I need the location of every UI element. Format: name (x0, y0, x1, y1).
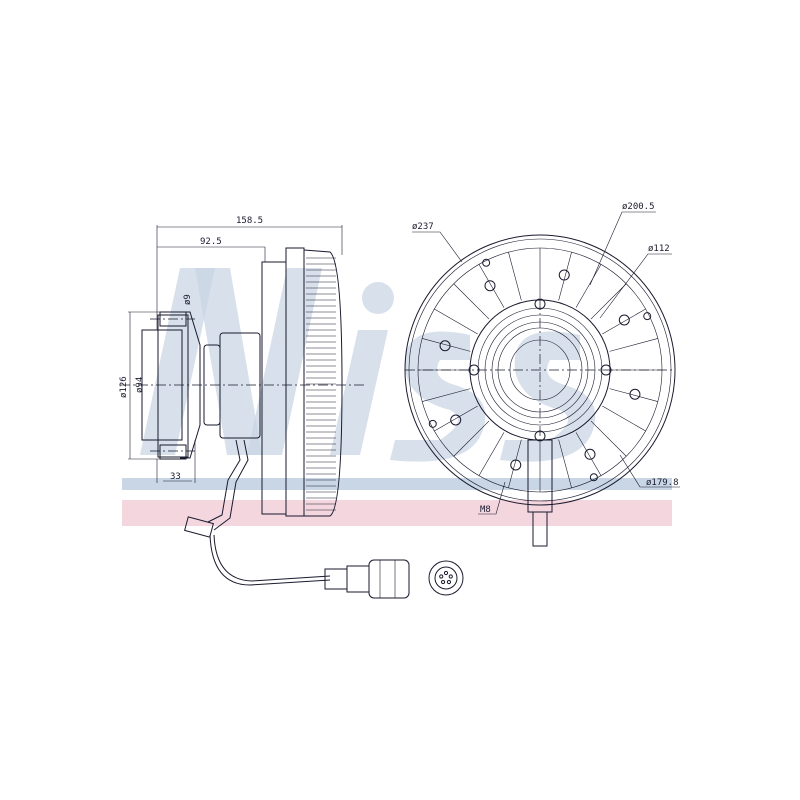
connector-face (428, 560, 464, 596)
dim-hub-dia: ø112 (648, 244, 670, 254)
cooling-rib (558, 439, 572, 488)
mount-bolt-hole (558, 269, 570, 281)
mount-bolt-hole (450, 414, 462, 426)
cooling-rib (558, 252, 572, 301)
mount-bolt-hole (618, 314, 630, 326)
dim-inner-bolt-circle: ø179.8 (646, 478, 679, 488)
dim-hub-length: 92.5 (200, 237, 222, 247)
cooling-rib (453, 283, 490, 320)
cooling-rib (508, 439, 522, 488)
dim-pilot-dia: ø94 (135, 377, 145, 393)
m8-bolt (643, 312, 652, 321)
connector-pin (448, 574, 453, 579)
cooling-rib (590, 420, 627, 457)
mount-bolt-hole (439, 340, 451, 352)
m8-bolt (482, 258, 491, 267)
cooling-rib (434, 308, 478, 335)
connector-pin (443, 570, 449, 576)
cooling-rib (575, 432, 602, 476)
dim-flange-dia: ø126 (119, 376, 129, 398)
cooling-rib (609, 388, 658, 402)
m8-bolt (589, 473, 598, 482)
connector-pin (439, 574, 444, 579)
cooling-rib (434, 405, 478, 432)
watermark-logo (122, 268, 672, 526)
mount-bolt-hole (584, 448, 596, 460)
m8-bolt (428, 419, 437, 428)
cooling-rib (478, 432, 505, 476)
cooling-rib (590, 283, 627, 320)
dim-flange-offset: 33 (170, 472, 181, 482)
cooling-rib (609, 338, 658, 352)
watermark-letter-shapes (140, 268, 596, 462)
cooling-rib (602, 308, 646, 335)
connector-pin (446, 579, 452, 585)
mount-bolt-hole (510, 459, 522, 471)
front-view: ø237 ø200.5 ø112 ø179.8 M8 (404, 202, 680, 547)
mount-bolt-hole (629, 388, 641, 400)
cooling-rib (575, 264, 602, 308)
dim-thread: M8 (480, 505, 491, 515)
cooling-rib (508, 252, 522, 301)
cooling-rib (422, 338, 471, 352)
dim-bolt-circle: ø200.5 (622, 202, 655, 212)
side-view: 158.5 92.5 ø9 ø126 ø94 33 (119, 216, 464, 599)
cooling-rib (602, 405, 646, 432)
dim-bolt-hole: ø9 (183, 294, 193, 305)
cooling-rib (422, 388, 471, 402)
cooling-rib (478, 264, 505, 308)
connector-pin (440, 579, 446, 585)
mount-bolt-hole (484, 280, 496, 292)
cooling-rib (453, 420, 490, 457)
dim-outer-dia: ø237 (412, 222, 434, 232)
dim-overall-length: 158.5 (236, 216, 263, 226)
